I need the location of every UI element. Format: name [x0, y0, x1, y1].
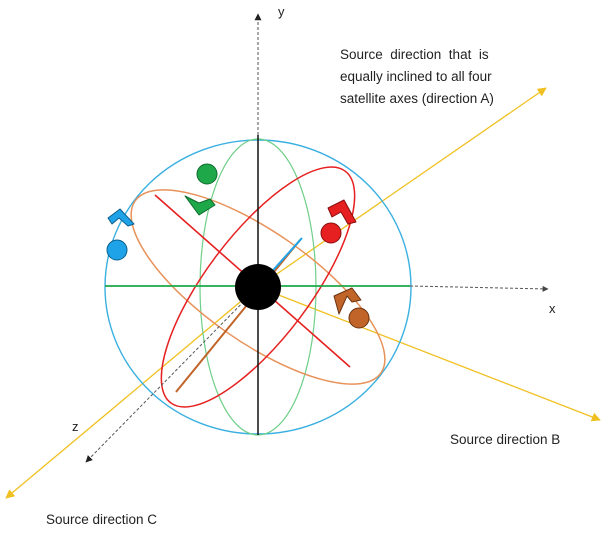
direction-c-annotation: Source direction C: [46, 512, 157, 527]
satellite-hub: [235, 264, 281, 310]
z-axis-dashed: [85, 286, 259, 463]
direction-a-annotation-line-2: equally inclined to all four: [340, 69, 492, 84]
direction-a-annotation-line-3: satellite axes (direction A): [340, 91, 494, 106]
satellite-axis-brown: [175, 239, 301, 393]
direction-b-annotation: Source direction B: [450, 432, 560, 447]
z-axis-label: z: [72, 419, 79, 434]
satellite-ball-red: [320, 222, 342, 244]
x-axis-label: x: [549, 301, 556, 316]
orange-orbit: [130, 189, 386, 385]
direction-a-annotation-line-1: Source direction that is: [340, 47, 489, 62]
satellite-brown-icon: [333, 287, 362, 315]
red-orbit: [160, 166, 356, 408]
satellite-blue-icon: [107, 208, 135, 227]
satellite-red-icon: [327, 199, 357, 225]
satellite-ball-blue: [106, 239, 128, 261]
x-axis-dashed: [409, 285, 549, 292]
satellite-ball-brown: [348, 307, 370, 329]
source-direction-c-ray: [5, 286, 259, 499]
satellite-green-icon: [184, 195, 216, 216]
satellite-ball-green: [196, 163, 218, 185]
y-axis-label: y: [278, 4, 285, 19]
